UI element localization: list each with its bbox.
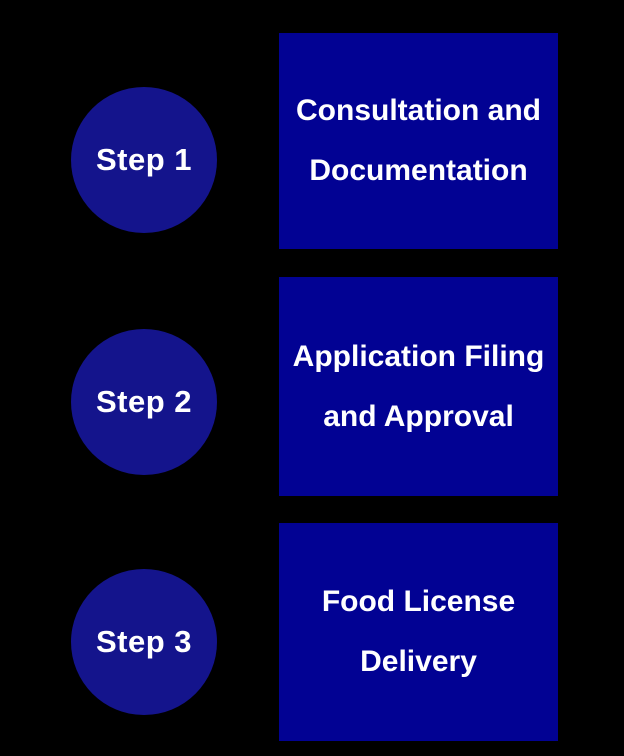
step-3-card-line-2: Delivery — [360, 645, 477, 678]
step-3-badge: Step 3 — [71, 569, 217, 715]
step-2-badge-label: Step 2 — [95, 384, 193, 419]
step-2-card: Application Filing and Approval — [279, 277, 558, 496]
step-3-badge-label: Step 3 — [95, 624, 193, 659]
step-2-card-line-2: and Approval — [323, 399, 514, 433]
step-1-badge-label: Step 1 — [95, 142, 193, 177]
step-1-card: Consultation and Documentation — [279, 33, 558, 249]
step-3-card: Food License Delivery — [279, 523, 558, 741]
step-1-badge: Step 1 — [71, 87, 217, 233]
step-3-card-line-1: Food License — [321, 585, 516, 618]
step-2-badge: Step 2 — [71, 329, 217, 475]
step-2-card-line-1: Application Filing — [292, 339, 545, 373]
step-1-card-line-1: Consultation and — [296, 94, 541, 127]
step-1-card-line-2: Documentation — [309, 154, 528, 187]
